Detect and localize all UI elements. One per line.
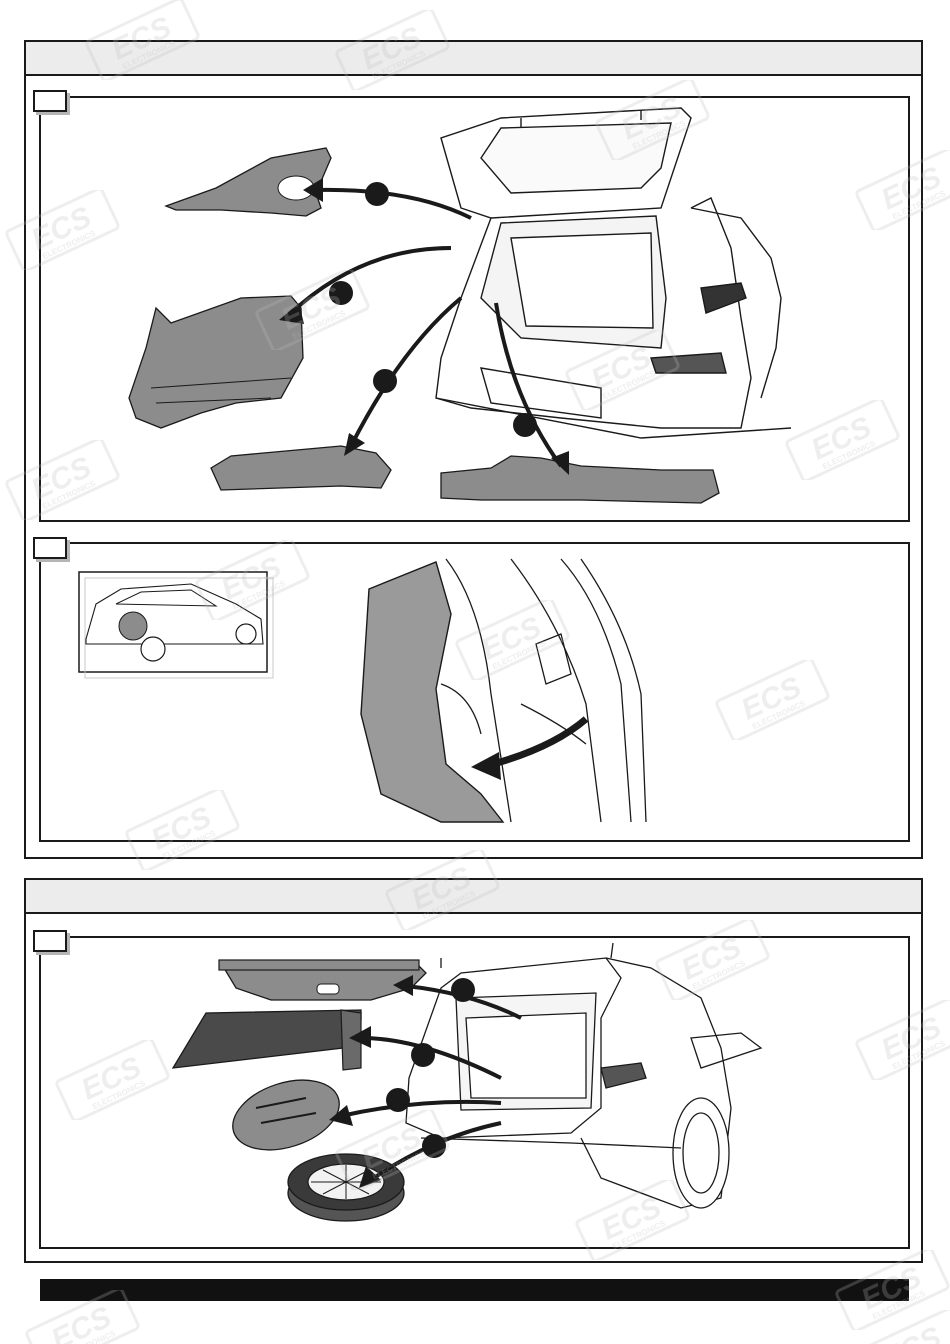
step-1-panel (39, 96, 910, 522)
svg-text:ECS: ECS (46, 1301, 116, 1344)
step-1-tab (33, 90, 67, 112)
step-2-tab (33, 537, 67, 559)
car-rear-drawing (435, 107, 792, 439)
side-trim-panel (128, 295, 304, 429)
step-3-panel (39, 936, 910, 1249)
svg-text:ELECTRONICS: ELECTRONICS (61, 1328, 117, 1344)
location-thumbnail (78, 571, 274, 679)
step-2-panel (39, 542, 910, 842)
step-3-tab (33, 930, 67, 952)
svg-text:ECS: ECS (876, 1321, 946, 1344)
rear-scuff-plate (440, 455, 720, 504)
tool-tray (232, 1079, 340, 1151)
lower-sill-trim (210, 445, 392, 491)
boot-contents-removal-illustration (171, 942, 763, 1222)
step-markers (329, 182, 537, 437)
side-panel-part (360, 561, 505, 823)
trim-removal-illustration (128, 107, 792, 504)
footer-bar (40, 1279, 909, 1301)
arrow-heads (279, 178, 569, 475)
body-opening-lines (440, 558, 647, 823)
step-markers-2 (386, 978, 475, 1158)
pull-arrow (485, 716, 589, 770)
arrow-heads-2 (329, 975, 413, 1188)
section-2-header (26, 880, 921, 914)
panel-removal-illustration (78, 558, 647, 823)
section-1-header (26, 42, 921, 76)
removal-arrows (289, 187, 563, 468)
boot-floor-board (171, 1009, 362, 1069)
spare-wheel (287, 1153, 405, 1222)
